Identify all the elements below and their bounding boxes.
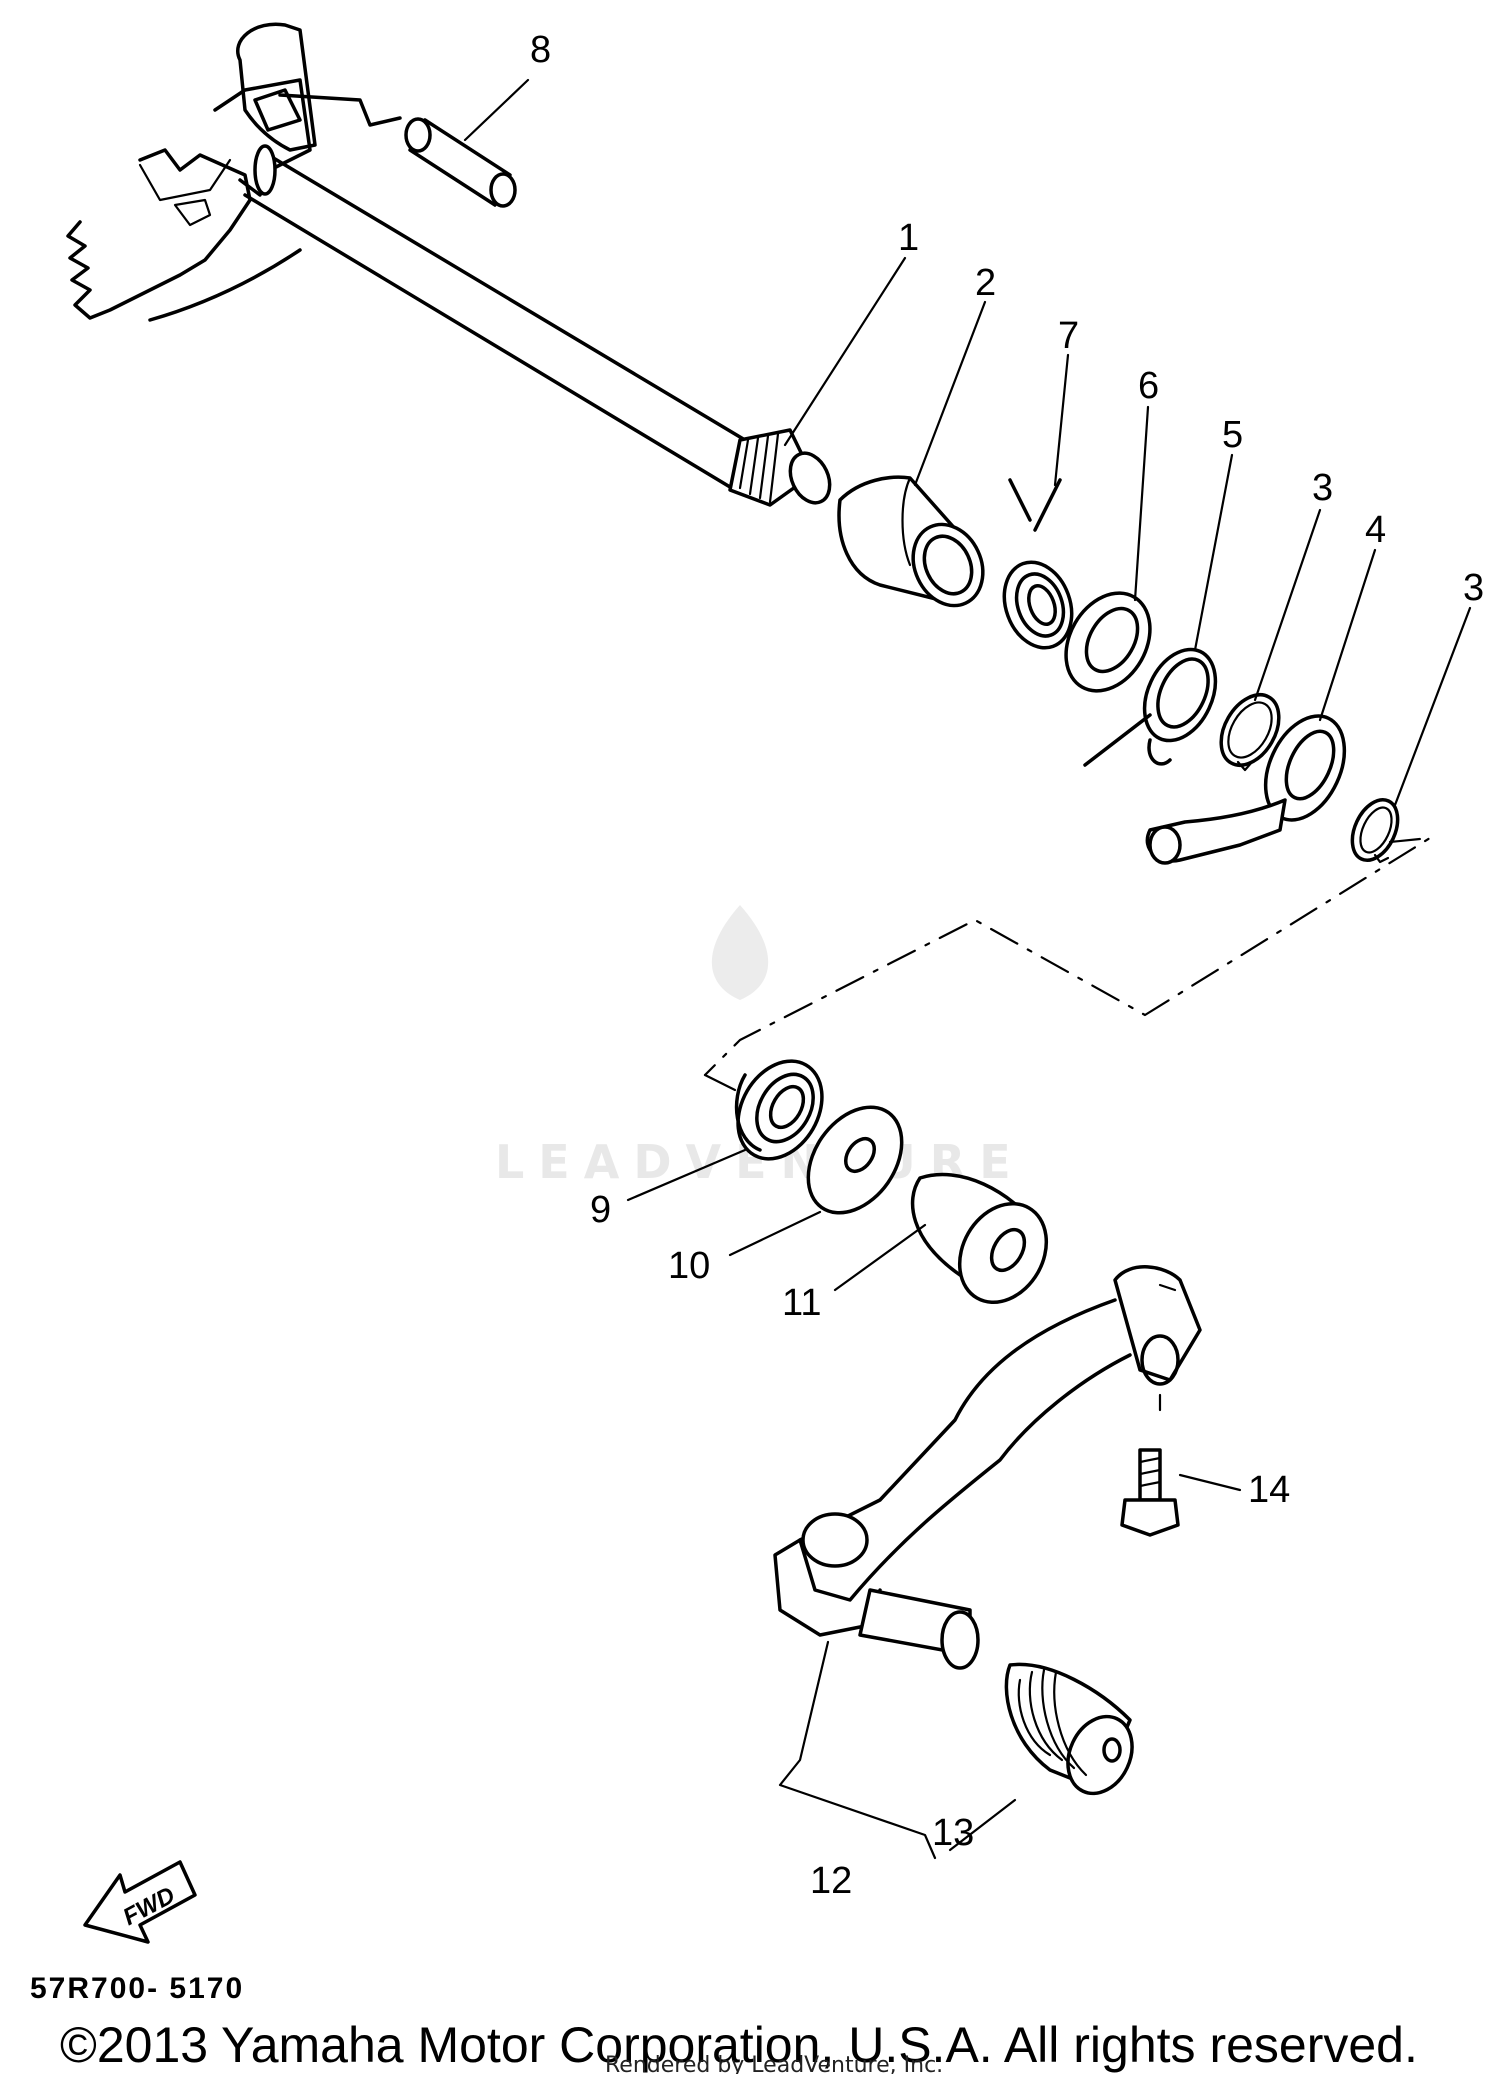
washer-part-6	[1064, 591, 1152, 693]
label-13: 13	[932, 1812, 974, 1854]
label-8: 8	[530, 29, 551, 71]
bolt-part-14	[1120, 1448, 1180, 1537]
collar-part-2	[837, 475, 985, 608]
label-3a: 3	[1312, 467, 1333, 509]
shift-shaft	[66, 22, 832, 507]
label-11: 11	[782, 1282, 821, 1324]
label-9: 9	[590, 1189, 611, 1231]
pedal-rubber-part-13	[1004, 1662, 1134, 1796]
part-number-labels: 8 1 2 7 6 5 3 4 3 9 10 11 14 13 12	[530, 29, 1484, 1902]
label-7: 7	[1058, 315, 1079, 357]
label-6: 6	[1138, 365, 1159, 407]
label-3b: 3	[1463, 567, 1484, 609]
shift-pedal-part-12	[773, 1265, 1202, 1670]
label-10: 10	[668, 1245, 710, 1287]
spring-part-5	[1083, 647, 1218, 767]
collar-part-11	[910, 1172, 1049, 1305]
shift-arm-part-4	[1145, 714, 1347, 865]
copyright-text: ©2013 Yamaha Motor Corporation, U.S.A. A…	[60, 2017, 1418, 2073]
label-14: 14	[1248, 1469, 1290, 1511]
label-2: 2	[975, 262, 996, 304]
bearing-part-9	[734, 1059, 824, 1161]
washer-part-10	[806, 1105, 904, 1215]
flame-icon	[711, 905, 769, 1000]
spring-part-7	[1002, 478, 1074, 650]
circlip-part-3a	[1219, 693, 1281, 772]
assembly-bracket-line	[703, 1073, 737, 1092]
rendered-by-text: Rendered by LeadVenture, Inc.	[605, 2053, 943, 2074]
leader-lines	[463, 78, 1472, 1860]
drawing-code: 57R700- 5170	[30, 1972, 244, 2005]
label-12: 12	[810, 1860, 852, 1902]
pin-part-8	[278, 93, 517, 208]
fwd-arrow-icon: FWD	[83, 1860, 197, 1944]
assembly-axis-line	[703, 836, 1432, 1077]
label-1: 1	[898, 217, 919, 259]
label-5: 5	[1222, 414, 1243, 456]
label-4: 4	[1365, 509, 1386, 551]
circlip-part-3b	[1350, 798, 1400, 864]
